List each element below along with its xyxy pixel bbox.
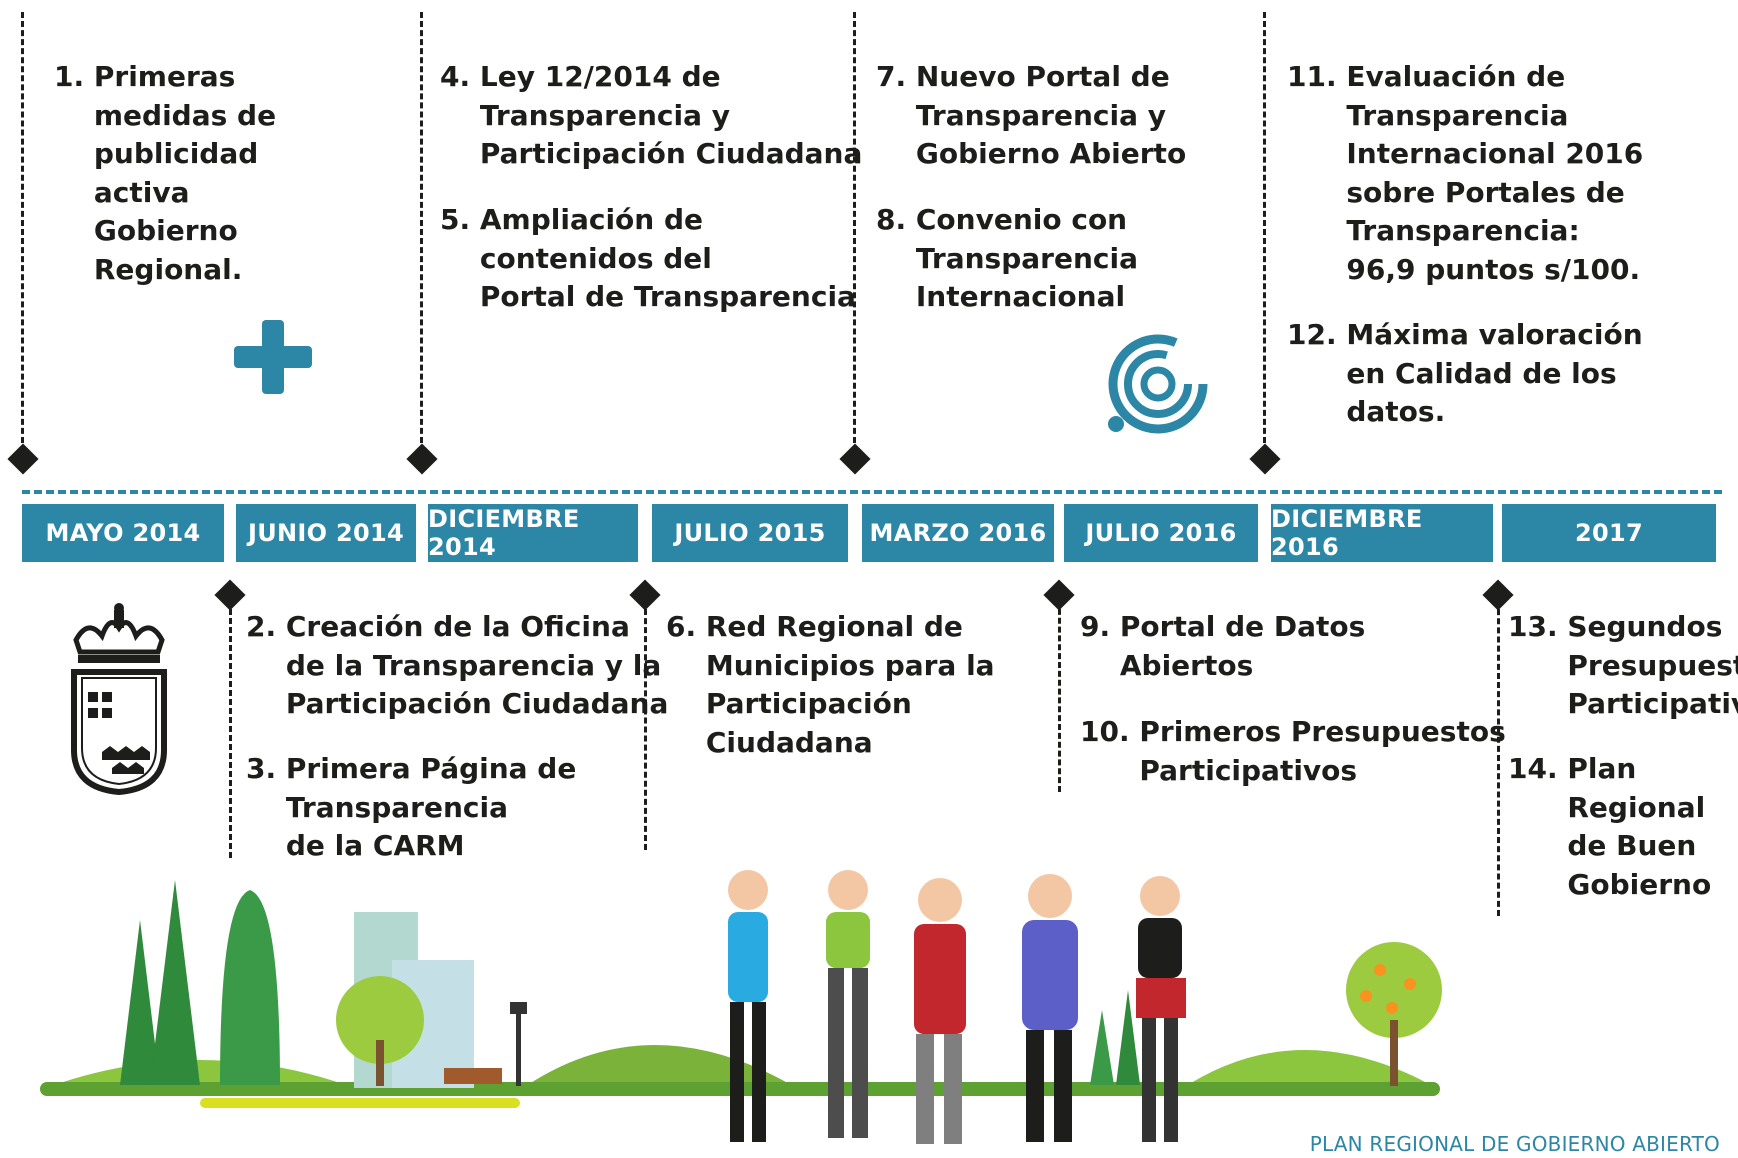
date-diciembre-2014: DICIEMBRE 2014 — [428, 504, 638, 562]
milestone-text: Primeros Presupuestos Participativos — [1139, 715, 1506, 787]
date-julio-2015: JULIO 2015 — [652, 504, 848, 562]
connector-2017 — [1497, 600, 1500, 916]
date-diciembre-2016: DICIEMBRE 2016 — [1271, 504, 1493, 562]
milestone-number: 10. — [1080, 715, 1130, 748]
milestone-number: 14. — [1508, 752, 1558, 785]
milestone-text: Red Regional de Municipios para la Parti… — [705, 610, 995, 759]
milestone-number: 3. — [246, 752, 277, 785]
milestone-6: 6. Red Regional de Municipios para la Pa… — [666, 608, 995, 762]
milestone-text: Evaluación de Transparencia Internaciona… — [1346, 60, 1644, 286]
milestone-text: Primeras medidas de publicidad activa Go… — [93, 60, 277, 286]
target-icon — [1108, 334, 1208, 434]
connector-julio-2016 — [1058, 600, 1061, 792]
milestone-11: 11. Evaluación de Transparencia Internac… — [1287, 58, 1643, 290]
marker-diamond — [839, 443, 871, 475]
milestone-5: 5. Ampliación de contenidos del Portal d… — [440, 201, 856, 317]
milestone-text: Máxima valoración en Calidad de los dato… — [1346, 318, 1643, 429]
milestone-text: Plan Regional de Buen Gobierno — [1567, 752, 1712, 901]
milestone-1: 1. Primeras medidas de publicidad activa… — [54, 58, 276, 290]
date-mayo-2014: MAYO 2014 — [22, 504, 224, 562]
timeline-line — [22, 490, 1722, 494]
connector-diciembre-2014 — [420, 12, 423, 452]
connector-mayo-2014 — [21, 12, 24, 452]
coat-of-arms-icon — [71, 603, 167, 796]
milestone-10: 10. Primeros Presupuestos Participativos — [1080, 713, 1506, 790]
milestone-text: Segundos Presupuestos Participativos — [1567, 610, 1738, 721]
milestone-7: 7. Nuevo Portal de Transparencia y Gobie… — [876, 58, 1186, 174]
milestone-text: Ampliación de contenidos del Portal de T… — [479, 203, 856, 314]
landscape-illustration — [40, 870, 1442, 1144]
plus-icon — [234, 320, 312, 394]
milestone-13: 13. Segundos Presupuestos Participativos — [1508, 608, 1738, 724]
date-julio-2016: JULIO 2016 — [1064, 504, 1258, 562]
milestone-number: 6. — [666, 610, 697, 643]
connector-julio-2015 — [644, 600, 647, 850]
milestone-3: 3. Primera Página de Transparencia de la… — [246, 750, 576, 866]
milestone-number: 5. — [440, 203, 471, 236]
date-marzo-2016: MARZO 2016 — [862, 504, 1054, 562]
milestone-number: 7. — [876, 60, 907, 93]
milestone-number: 2. — [246, 610, 277, 643]
milestone-number: 12. — [1287, 318, 1337, 351]
milestone-14: 14. Plan Regional de Buen Gobierno — [1508, 750, 1711, 904]
milestone-number: 1. — [54, 60, 85, 93]
milestone-number: 8. — [876, 203, 907, 236]
milestone-number: 11. — [1287, 60, 1337, 93]
footer-title: PLAN REGIONAL DE GOBIERNO ABIERTO — [1309, 1132, 1720, 1156]
milestone-text: Portal de Datos Abiertos — [1119, 610, 1366, 682]
milestone-number: 4. — [440, 60, 471, 93]
connector-junio-2014 — [229, 600, 232, 858]
marker-diamond — [406, 443, 438, 475]
milestone-text: Primera Página de Transparencia de la CA… — [285, 752, 577, 863]
milestone-4: 4. Ley 12/2014 de Transparencia y Partic… — [440, 58, 862, 174]
date-2017: 2017 — [1502, 504, 1716, 562]
connector-diciembre-2016 — [1263, 12, 1266, 452]
milestone-text: Creación de la Oficina de la Transparenc… — [285, 610, 669, 721]
milestone-text: Ley 12/2014 de Transparencia y Participa… — [479, 60, 863, 171]
milestone-12: 12. Máxima valoración en Calidad de los … — [1287, 316, 1643, 432]
date-junio-2014: JUNIO 2014 — [236, 504, 416, 562]
milestone-number: 13. — [1508, 610, 1558, 643]
milestone-text: Nuevo Portal de Transparencia y Gobierno… — [915, 60, 1187, 171]
milestone-number: 9. — [1080, 610, 1111, 643]
milestone-2: 2. Creación de la Oficina de la Transpar… — [246, 608, 668, 724]
connector-marzo-2016 — [853, 12, 856, 452]
marker-diamond — [1249, 443, 1281, 475]
marker-diamond — [7, 443, 39, 475]
milestone-8: 8. Convenio con Transparencia Internacio… — [876, 201, 1138, 317]
milestone-text: Convenio con Transparencia Internacional — [915, 203, 1138, 314]
milestone-9: 9. Portal de Datos Abiertos — [1080, 608, 1365, 685]
